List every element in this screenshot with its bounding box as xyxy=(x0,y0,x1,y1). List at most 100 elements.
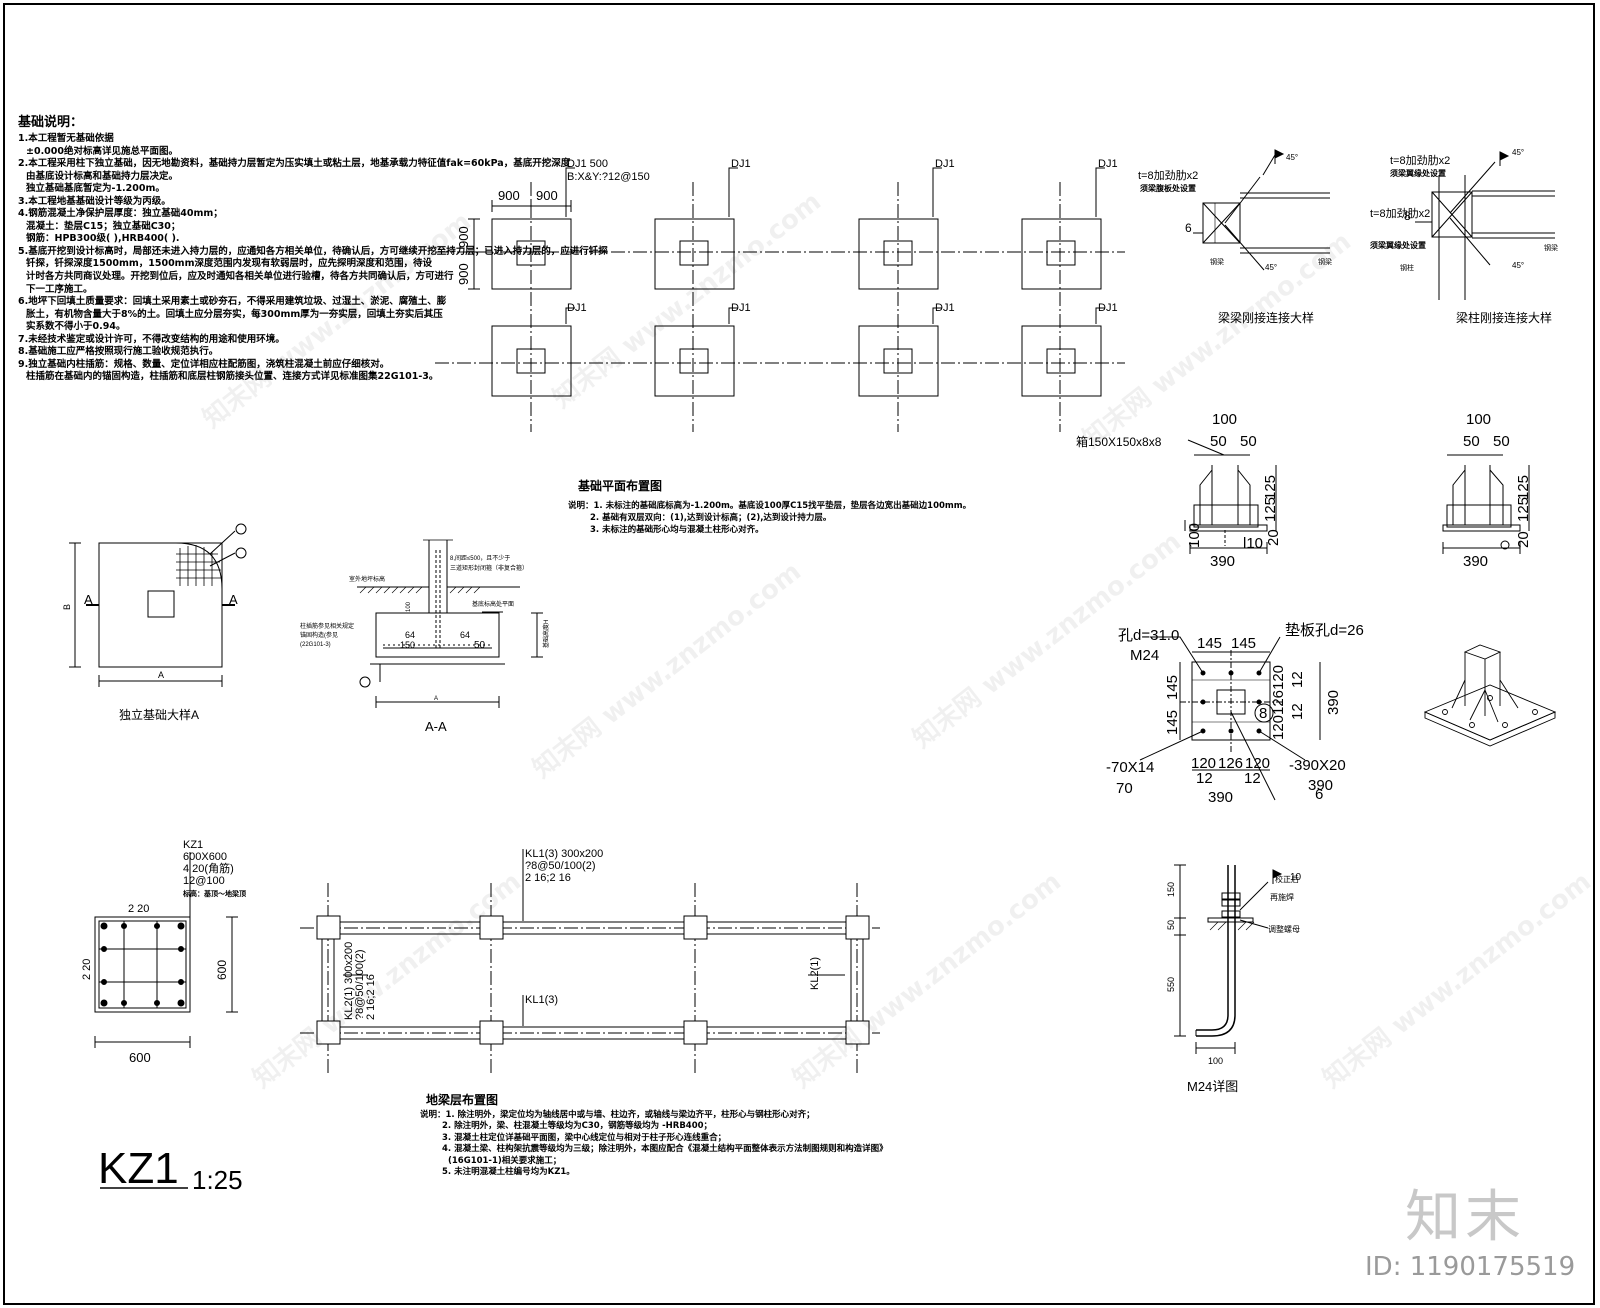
be-dim-125a: 125 xyxy=(1262,475,1279,500)
bp-plate-1: -70X14 xyxy=(1106,759,1154,776)
bp-pad-hole: 垫板孔d=26 xyxy=(1285,621,1364,639)
notes-line: 计时各方共同商议处理。开挖到位后，应及时通知各相关单位进行验槽，待各方共同确认后… xyxy=(26,271,454,282)
be-dim-100v: 100 xyxy=(1186,523,1203,548)
ground-beam-title: 地梁层布置图 xyxy=(426,1092,498,1107)
bb-weld: 6 xyxy=(1185,221,1192,235)
kl2-left-3: 2 16;2 16 xyxy=(365,974,377,1020)
drawing-frame xyxy=(3,3,1595,1305)
section-aa-title: A-A xyxy=(425,719,447,734)
aa-dim-100: 100 xyxy=(406,601,412,612)
bc-stiffener-1: t=8加劲肋x2 xyxy=(1390,153,1450,167)
notes-line: 5.基底开挖到设计标高时，局部还未进入持力层的，应通知各方相关单位，待确认后，方… xyxy=(18,245,608,257)
dj-label-3: DJ1 xyxy=(935,158,955,170)
notes-line: 混凝土：垫层C15；独立基础C30； xyxy=(26,220,181,232)
notes-line: 实系数不得小于0.94。 xyxy=(26,321,126,333)
foundation-notes: 基础说明： 1.本工程暂无基础依据±0.000绝对标高详见施总平面图。2.本工程… xyxy=(18,114,608,384)
detail-a-label-b: B xyxy=(62,604,72,610)
dj-label-5: DJ1 xyxy=(567,302,587,314)
bc-weld: 8 xyxy=(1404,209,1411,223)
kz1-column-drawing xyxy=(94,852,238,1189)
bp-plate-1-b: 70 xyxy=(1116,780,1133,797)
bp-right-120a: 120 xyxy=(1270,665,1287,690)
bc-steel-beam: 钢梁 xyxy=(1544,243,1558,252)
aa-note-4: 柱插筋参见相关规定 xyxy=(300,622,354,630)
be-r-dim-50a: 50 xyxy=(1463,433,1480,450)
dim-900-a: 900 xyxy=(498,188,520,203)
kz1-stirrups: 12@100 xyxy=(183,875,225,887)
bb-stiffener-note: 须梁腹板处设置 xyxy=(1139,183,1196,193)
notes-line: 8.基础施工应严格按照现行施工验收规范执行。 xyxy=(18,346,219,358)
bc-steel-col: 钢柱 xyxy=(1400,263,1414,272)
watermark-id: ID: 1190175519 xyxy=(1365,1252,1576,1282)
bp-bottom-12a: 12 xyxy=(1196,770,1213,787)
notes-line: 柱插筋在基础内的锚固构造，柱插筋和底层柱钢筋接头位置、连接方式详见标准图集22G… xyxy=(26,371,439,383)
be-r-dim-125a: 125 xyxy=(1515,475,1532,500)
base-plate-elevation xyxy=(1184,439,1277,554)
fp-note-2: 2. 基础有双层双向：(1),达到设计标高；(2),达到设计持力层。 xyxy=(590,512,832,523)
kz1-elevation: 标高：基顶～地梁顶 xyxy=(182,889,246,898)
dim-900-v2: 900 xyxy=(456,263,471,285)
notes-line: 独立基础基底暂定为-1.200m。 xyxy=(26,183,165,195)
anchor-note-2: 再施焊 xyxy=(1270,892,1294,902)
aa-dim-64b: 64 xyxy=(460,630,470,640)
be-dim-20: 20 xyxy=(1265,529,1282,546)
aa-dim-50: 50 xyxy=(474,640,486,651)
gb-note-1: 说明：1. 除注明外，梁定位均为轴线居中或与墙、柱边齐，或轴线与梁边齐平，柱形心… xyxy=(420,1110,815,1120)
section-aa-drawing xyxy=(357,539,543,708)
detail-a-drawing xyxy=(69,523,247,687)
gb-note-3: 3. 混凝土柱定位详基础平面图，梁中心线定位与相对于柱子形心连线重合； xyxy=(442,1132,727,1143)
kl1-label-1: KL1(3) 300x200 xyxy=(525,848,603,860)
foundation-pads xyxy=(491,218,1102,397)
gb-note-5: (16G101-1)相关要求施工； xyxy=(448,1155,562,1166)
aa-note-1: 室外地坪标高 xyxy=(349,575,385,583)
kl2-left-2: ?8@50/100(2) xyxy=(354,950,366,1021)
anchor-dim-100: 100 xyxy=(1208,1056,1223,1066)
bb-steel-1: 钢梁 xyxy=(1210,257,1224,266)
aa-note-3: 三道矩形封闭箍（非复合箍） xyxy=(450,564,528,572)
detail-a-label-left: A xyxy=(84,592,93,607)
dim-900-b: 900 xyxy=(536,188,558,203)
bc-angle-2: 45° xyxy=(1512,261,1524,270)
bp-plate-2: -390X20 xyxy=(1289,757,1346,774)
kz1-dim-bottom: 600 xyxy=(129,1050,151,1065)
notes-line: 胀土，有机物含量大于8%的土。回填土应分层夯实，每300mm厚为一夯实层，回填土… xyxy=(26,308,443,320)
aa-note-8: 基础高度H xyxy=(542,620,550,648)
be-r-dim-390: 390 xyxy=(1463,553,1488,570)
be-r-dim-100: 100 xyxy=(1466,411,1491,428)
dj-label-8: DJ1 xyxy=(1098,302,1118,314)
dj-leaders xyxy=(565,167,1105,324)
dj-label-7: DJ1 xyxy=(935,302,955,314)
bp-top-145b: 145 xyxy=(1231,635,1256,652)
bc-stiffener-2: t=8加劲肋x2 xyxy=(1370,206,1430,220)
bb-angle-1: 45° xyxy=(1286,153,1298,162)
notes-line: 7.未经技术鉴定或设计许可，不得改变结构的用途和使用环境。 xyxy=(18,333,285,345)
notes-line: 钎探，钎探深度1500mm，1500mm深度范围内发现有软弱层时，应先探明深度和… xyxy=(26,258,432,270)
anchor-note-3: 调整螺母 xyxy=(1268,924,1300,934)
dim-900-v1: 900 xyxy=(456,226,471,248)
bp-left-145a: 145 xyxy=(1164,675,1181,700)
bc-stiffener-note-1: 须梁翼缘处设置 xyxy=(1389,168,1446,178)
bp-right-390: 390 xyxy=(1325,690,1342,715)
bb-angle-2: 45° xyxy=(1265,263,1277,272)
bp-right-120b: 120 xyxy=(1270,715,1287,740)
bp-bolt: M24 xyxy=(1130,647,1159,664)
detail-a-label-right: A xyxy=(229,592,238,607)
bc-stiffener-note-2: 须梁翼缘处设置 xyxy=(1369,240,1426,250)
aa-dim-bottom: A xyxy=(434,696,438,702)
notes-line: 1.本工程暂无基础依据 xyxy=(18,133,114,145)
kz1-dim-right: 600 xyxy=(215,960,229,980)
notes-line: 2.本工程采用柱下独立基础，因无地勘资料，基础持力层暂定为压实填土或粘土层，地基… xyxy=(18,158,571,170)
aa-note-6: (22G101-3) xyxy=(300,642,331,648)
fp-note-1: 说明：1. 未标注的基础底标高为-1.200m。基底设100厚C15找平垫层，垫… xyxy=(568,501,972,511)
beam-beam-title: 梁梁刚接连接大样 xyxy=(1218,310,1314,325)
ground-beam-notes: 说明：1. 除注明外，梁定位均为轴线居中或与墙、柱边齐，或轴线与梁边齐平，柱形心… xyxy=(420,1110,888,1179)
notes-line: 由基底设计标高和基础持力层决定。 xyxy=(26,170,179,182)
ground-beam-plan xyxy=(300,849,880,1075)
plan-dimension-lines xyxy=(468,200,572,290)
foundation-plan-notes: 说明：1. 未标注的基础底标高为-1.200m。基底设100厚C15找平垫层，垫… xyxy=(568,501,971,537)
bp-bottom-12b: 12 xyxy=(1244,770,1261,787)
fp-note-3: 3. 未标注的基础形心均与混凝土柱形心对齐。 xyxy=(590,524,764,535)
detail-a-label-bottom: A xyxy=(158,670,164,680)
gb-note-2: 2. 除注明外，梁、柱混凝土等级均为C30，钢筋等级均为 -HRB400； xyxy=(442,1121,713,1132)
